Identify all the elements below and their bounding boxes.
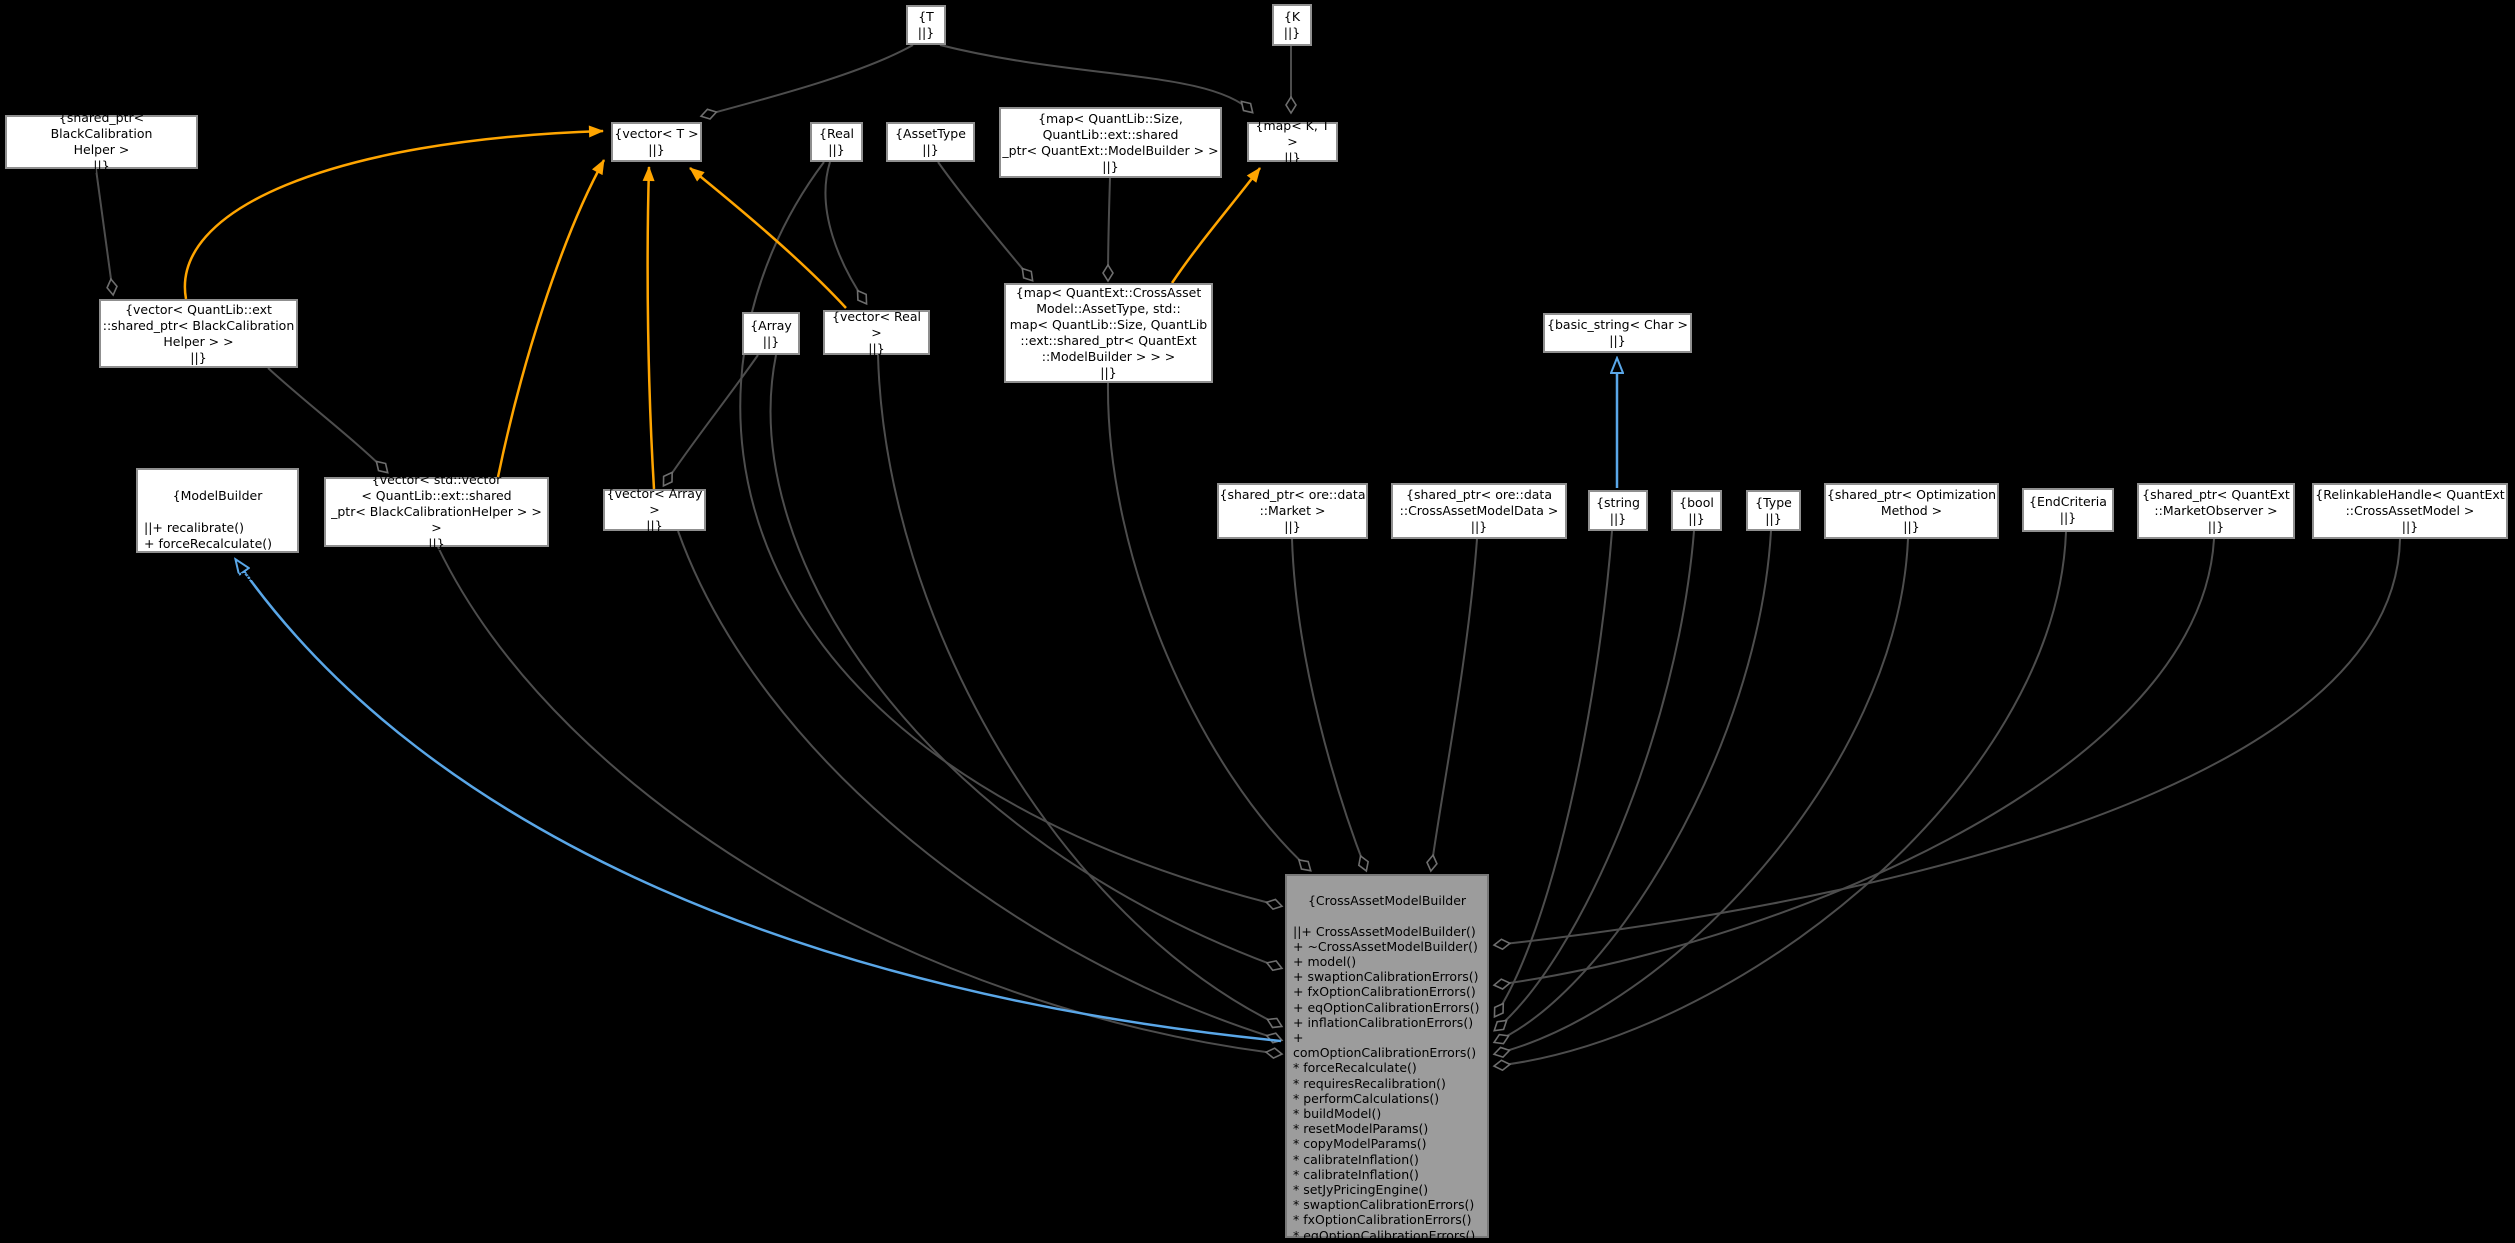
edge-t-map-k-t — [939, 44, 1252, 112]
edge-array-vectorarray — [664, 354, 759, 485]
node-vector-array[interactable]: {vector< Array > ||} — [603, 486, 706, 533]
edge-bool-central — [1495, 530, 1695, 1030]
edge-sharedptrmo-central — [1495, 538, 2215, 985]
node-shared-ptr-black-calibration-helper[interactable]: {shared_ptr< BlackCalibration Helper > |… — [5, 110, 198, 173]
model-builder-title: {ModelBuilder — [172, 488, 263, 503]
edge-vectorvectorbch-vectort-template — [496, 159, 606, 478]
node-basic-string-char[interactable]: {basic_string< Char > ||} — [1543, 313, 1692, 353]
central-members: ||+ CrossAssetModelBuilder() + ~CrossAss… — [1293, 923, 1480, 1243]
node-map-crossassetmodel[interactable]: {map< QuantExt::CrossAsset Model::AssetT… — [1004, 283, 1213, 383]
model-builder-members: ||+ recalibrate() + forceRecalculate() +… — [144, 520, 287, 583]
edge-relinkable-central — [1495, 538, 2401, 945]
node-shared-ptr-market-observer[interactable]: {shared_ptr< QuantExt ::MarketObserver >… — [2137, 483, 2295, 539]
node-vector-black-calibration-helper[interactable]: {vector< QuantLib::ext ::shared_ptr< Bla… — [99, 299, 298, 368]
edge-assettype-mapcross — [937, 161, 1032, 280]
node-shared-ptr-market[interactable]: {shared_ptr< ore::data ::Market > ||} — [1217, 483, 1368, 539]
edge-vectorbch-vectort-template — [183, 125, 604, 300]
node-model-builder[interactable]: {ModelBuilder ||+ recalibrate() + forceR… — [136, 468, 299, 615]
node-k[interactable]: {K ||} — [1272, 4, 1312, 46]
node-array[interactable]: {Array ||} — [742, 312, 800, 355]
node-bool[interactable]: {bool ||} — [1671, 490, 1722, 531]
edge-vectorreal-central — [877, 354, 1281, 1026]
model-builder-footer: } — [213, 600, 222, 615]
node-string[interactable]: {string ||} — [1588, 490, 1648, 531]
edge-vectorarray-vectort-template — [642, 166, 656, 490]
edge-sharedptrmarket-central — [1291, 538, 1366, 870]
node-assettype[interactable]: {AssetType ||} — [886, 122, 975, 162]
edge-type-central — [1495, 530, 1772, 1042]
node-map-k-t[interactable]: {map< K, T > ||} — [1247, 118, 1338, 165]
node-cross-asset-model-builder[interactable]: {CrossAssetModelBuilder ||+ CrossAssetMo… — [1285, 874, 1489, 1243]
node-t[interactable]: {T ||} — [906, 5, 946, 45]
edge-vectorbch-vectorvectorbch — [267, 367, 387, 472]
edge-sharedptrcamd-central — [1431, 538, 1478, 870]
node-type[interactable]: {Type ||} — [1746, 490, 1801, 531]
edge-vectorreal-vectort-template — [689, 167, 847, 309]
node-shared-ptr-crossassetmodeldata[interactable]: {shared_ptr< ore::data ::CrossAssetModel… — [1391, 483, 1567, 539]
node-shared-ptr-optimization-method[interactable]: {shared_ptr< Optimization Method > ||} — [1824, 483, 1999, 539]
node-end-criteria[interactable]: {EndCriteria ||} — [2022, 488, 2114, 532]
edge-sharedptrbch-vectorbch — [95, 168, 113, 294]
edge-central-modelbuilder-inheritance — [236, 560, 1282, 1043]
node-map-size-modelbuilder[interactable]: {map< QuantLib::Size, QuantLib::ext::sha… — [999, 107, 1222, 178]
node-vector-vector-black-calibration-helper[interactable]: {vector< std::vector < QuantLib::ext::sh… — [324, 472, 549, 551]
edge-real-vectorreal — [824, 161, 866, 303]
edge-real-central — [739, 161, 1281, 906]
edge-endcriteria-central — [1495, 531, 2067, 1066]
node-vector-t[interactable]: {vector< T > ||} — [611, 122, 702, 162]
edge-mapsize-mapcross — [1108, 177, 1110, 280]
edge-t-vector-t — [702, 44, 914, 116]
edge-mapcross-mapkt-template — [1170, 167, 1261, 284]
edge-mapcross-central — [1106, 382, 1310, 870]
edge-sharedptroptim-central — [1495, 538, 1909, 1054]
edge-string-central — [1495, 530, 1613, 1016]
central-title: {CrossAssetModelBuilder — [1307, 893, 1467, 909]
edge-vectorvectorbch-central — [437, 546, 1281, 1054]
edge-array-central — [769, 354, 1281, 968]
node-vector-real[interactable]: {vector< Real > ||} — [823, 309, 930, 356]
node-relinkable-handle-crossassetmodel[interactable]: {RelinkableHandle< QuantExt ::CrossAsset… — [2312, 483, 2508, 539]
node-real[interactable]: {Real ||} — [810, 122, 863, 162]
edge-vectorarray-central — [677, 530, 1281, 1040]
